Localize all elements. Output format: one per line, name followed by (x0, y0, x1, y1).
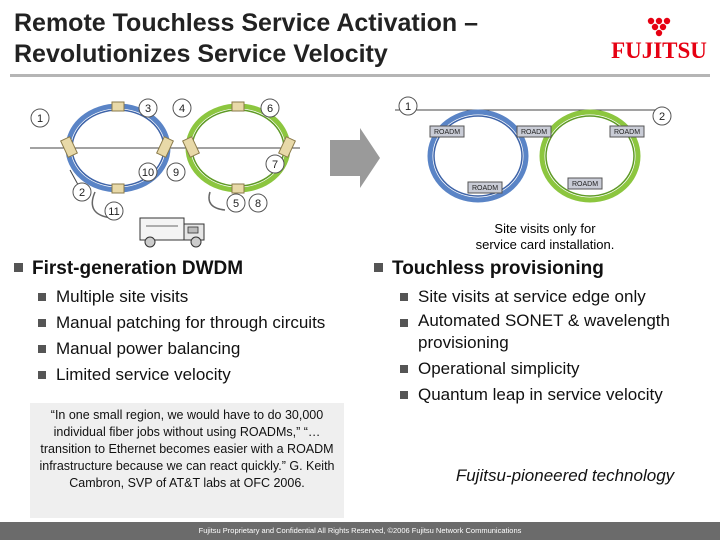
roadm-label-4: ROADM (472, 185, 498, 192)
tagline: Fujitsu-pioneered technology (455, 466, 675, 485)
bullet-square-icon (38, 371, 46, 379)
service-truck-icon (139, 217, 205, 248)
fujitsu-logo: FUJITSU (611, 17, 707, 62)
right-node-label-1: 1 (405, 101, 411, 113)
list-item: Automated SONET & wavelength provisionin… (400, 310, 700, 356)
list-item: Limited service velocity (38, 362, 358, 388)
title-line-2: Revolutionizes Service Velocity (14, 40, 388, 68)
list-item: Manual power balancing (38, 336, 358, 362)
list-item: Manual patching for through circuits (38, 310, 358, 336)
list-item: Site visits at service edge only (400, 284, 700, 310)
roadm-label-5: ROADM (572, 181, 598, 188)
roadm-label-3: ROADM (614, 129, 640, 136)
left-node-label-5: 5 (233, 198, 239, 210)
roadm-label-1: ROADM (434, 129, 460, 136)
list-item: Operational simplicity (400, 356, 700, 382)
network-diagram: 1 2 3 4 6 7 8 9 10 11 5 (30, 96, 672, 248)
caption-line-1: Site visits only for (494, 221, 596, 236)
left-node-label-1: 1 (37, 113, 43, 125)
left-node-label-7: 7 (272, 159, 278, 171)
slide-title: Remote Touchless Service Activation – Re… (14, 8, 614, 70)
left-column-heading: First-generation DWDM (14, 258, 243, 280)
right-node-label-2: 2 (659, 111, 665, 123)
left-bullet-list: Multiple site visits Manual patching for… (38, 284, 358, 388)
caption-line-2: service card installation. (475, 237, 615, 252)
footer: Fujitsu Proprietary and Confidential All… (0, 522, 720, 540)
left-node-label-10: 10 (142, 167, 154, 179)
title-underline (10, 74, 710, 77)
bullet-square-icon (38, 293, 46, 301)
bullet-square-icon (38, 345, 46, 353)
left-node-label-6: 6 (267, 103, 273, 115)
title-line-1: Remote Touchless Service Activation – (14, 9, 479, 37)
left-node-label-11: 11 (108, 206, 119, 218)
left-node-label-4: 4 (179, 103, 185, 115)
left-ring-diagram: 1 2 3 4 6 7 8 9 10 11 5 (30, 98, 300, 248)
bullet-square-icon (400, 391, 408, 399)
bullet-square-icon (400, 319, 408, 327)
transition-arrow-icon (330, 128, 380, 188)
diagram-caption: Site visits only for service card instal… (450, 221, 640, 253)
left-node-label-9: 9 (173, 167, 179, 179)
bullet-square-icon (400, 293, 408, 301)
list-item: Quantum leap in service velocity (400, 382, 700, 408)
left-node-label-2: 2 (79, 187, 85, 199)
right-bullet-list: Site visits at service edge only Automat… (400, 284, 700, 408)
bullet-square-icon (38, 319, 46, 327)
right-column-heading: Touchless provisioning (374, 258, 604, 280)
bullet-square-icon (374, 263, 383, 272)
logo-text: FUJITSU (611, 38, 707, 62)
bullet-square-icon (400, 365, 408, 373)
bullet-square-icon (14, 263, 23, 272)
right-ring-diagram: ROADM ROADM ROADM ROADM ROADM 1 2 (395, 96, 672, 203)
roadm-label-2: ROADM (521, 129, 547, 136)
left-node-label-8: 8 (255, 198, 261, 210)
left-node-label-3: 3 (145, 103, 151, 115)
customer-quote: “In one small region, we would have to d… (30, 403, 344, 518)
list-item: Multiple site visits (38, 284, 358, 310)
